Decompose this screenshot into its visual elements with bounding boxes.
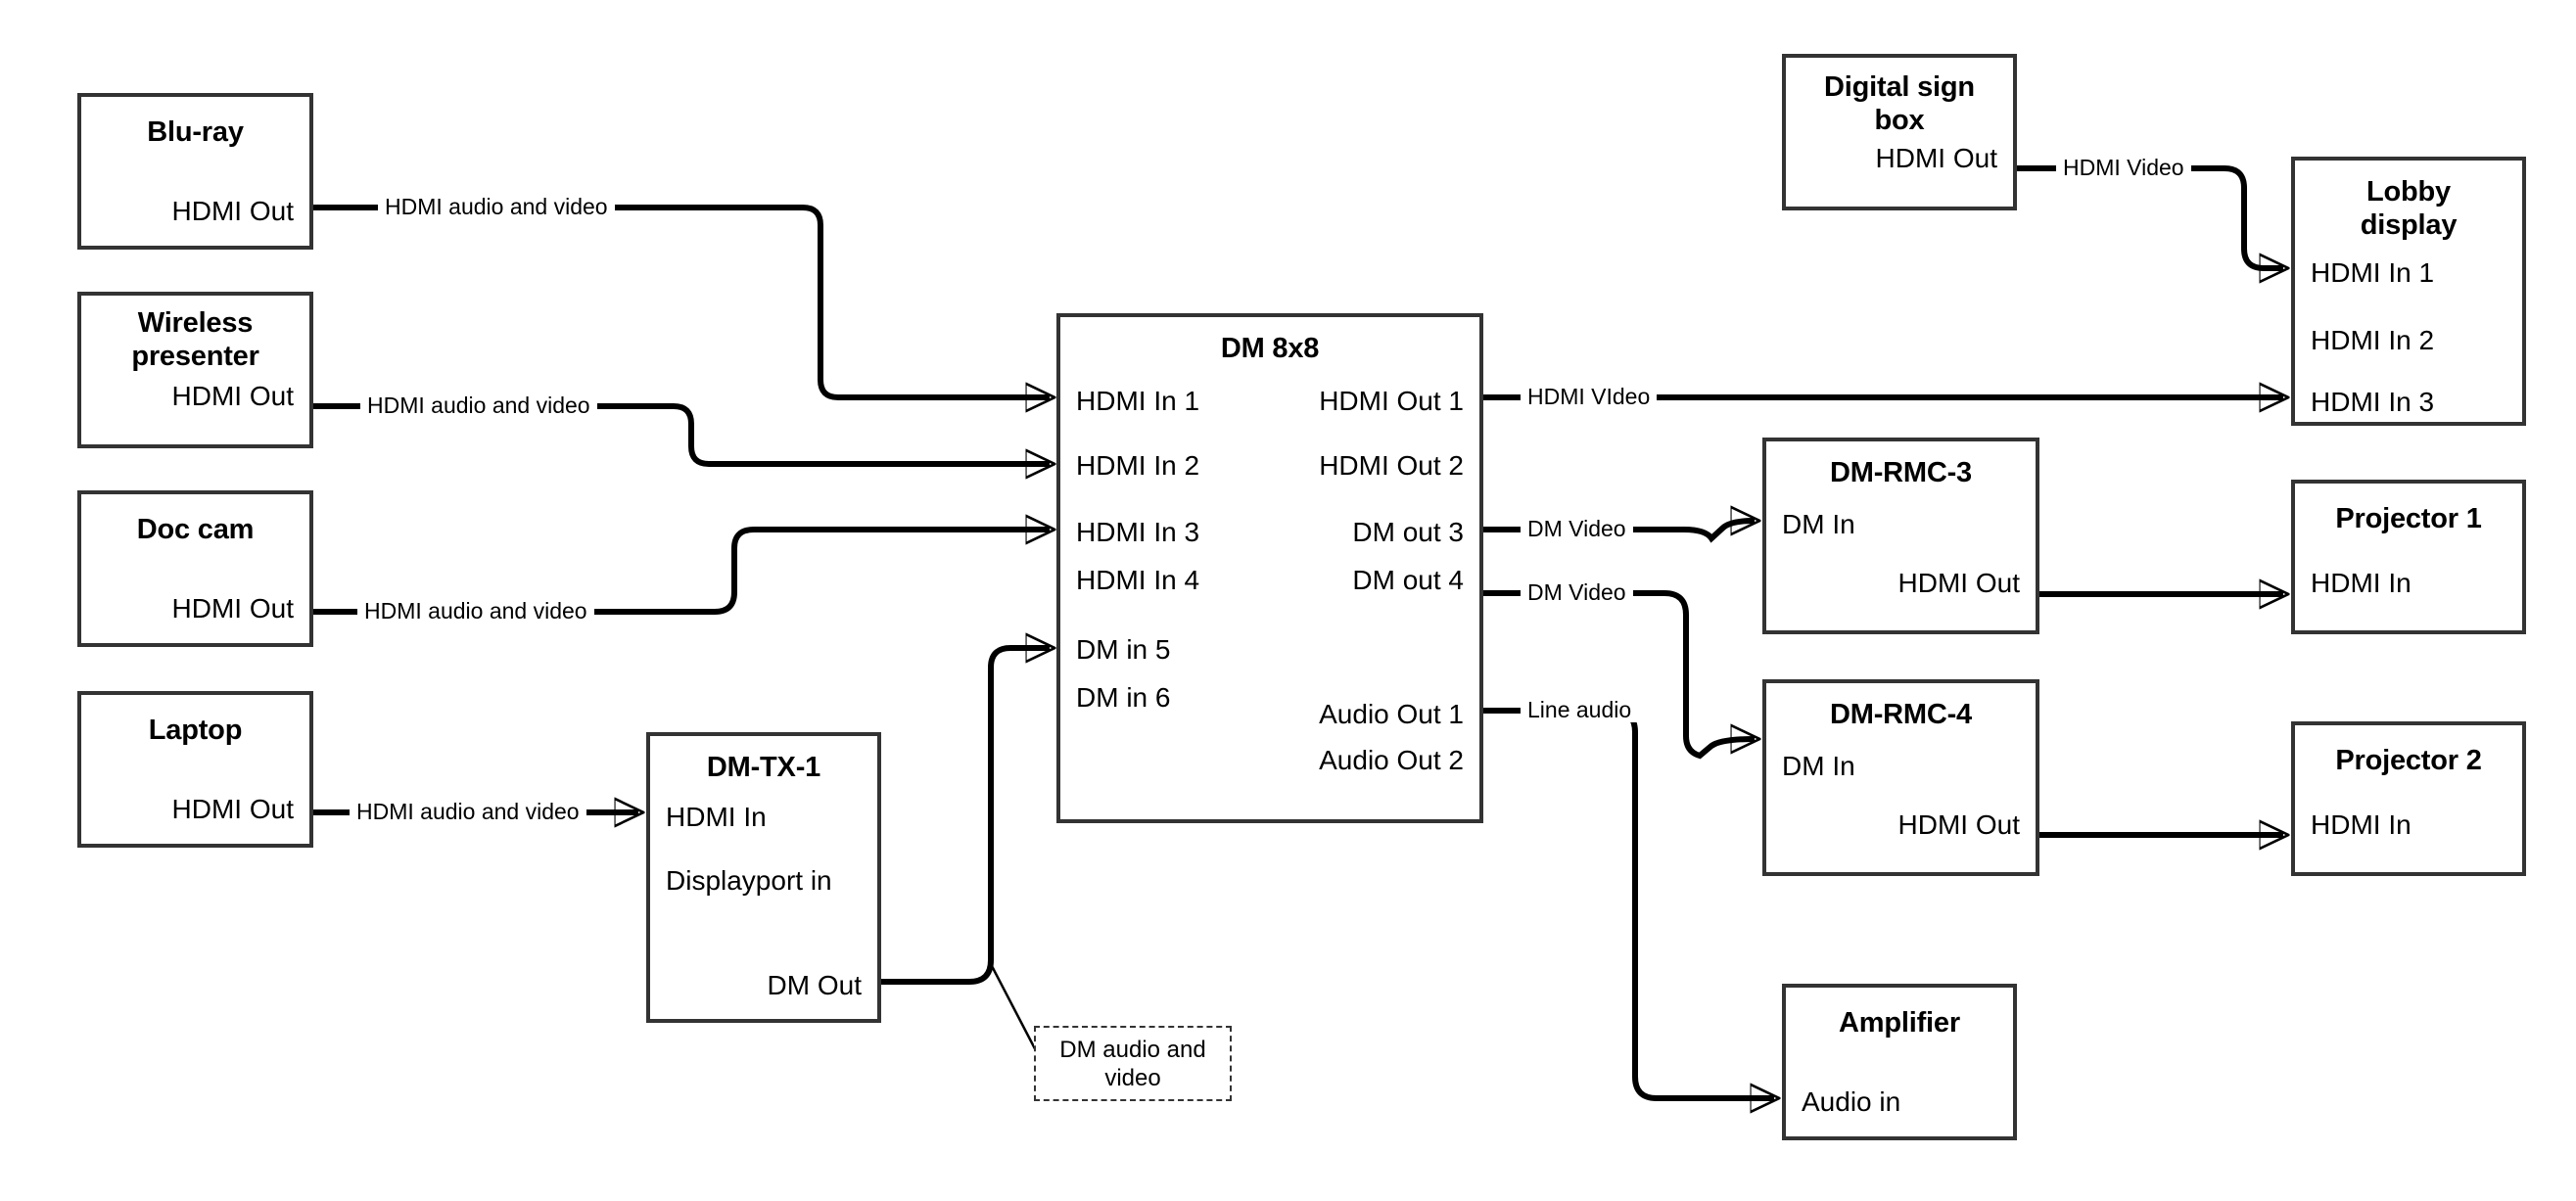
node-projector-1-title: Projector 1 [2335, 503, 2482, 534]
node-dm-rmc-3-title: DM-RMC-3 [1830, 457, 1972, 488]
node-bluray-title: Blu-ray [147, 116, 244, 148]
wire-digitalsign-to-lobby [2017, 165, 2283, 268]
wire-dm8x8-dmout3-to-rmc3 [1483, 521, 1755, 543]
node-wireless-presenter-port-hdmi-out[interactable]: HDMI Out [171, 381, 294, 411]
node-wireless-presenter-title-line2: presenter [131, 341, 259, 372]
node-amplifier[interactable]: Amplifier Audio in [1782, 984, 2017, 1140]
edge-label-bluray-to-dm8x8: HDMI audio and video [378, 194, 615, 219]
node-dm-8x8-port-hdmi-in-4[interactable]: HDMI In 4 [1076, 565, 1200, 595]
node-dm-8x8-port-hdmi-in-3[interactable]: HDMI In 3 [1076, 517, 1200, 547]
node-amplifier-title: Amplifier [1839, 1007, 1960, 1039]
edge-label-dm8x8-audioout1-to-amplifier: Line audio [1521, 697, 1639, 722]
node-doc-cam[interactable]: Doc cam HDMI Out [77, 490, 313, 647]
node-doc-cam-title: Doc cam [136, 514, 255, 545]
node-laptop[interactable]: Laptop HDMI Out [77, 691, 313, 848]
wire-wireless-to-dm8x8 [313, 403, 1050, 464]
node-doc-cam-port-hdmi-out[interactable]: HDMI Out [171, 593, 294, 624]
node-digital-sign-box-title-line2: box [1874, 105, 1925, 136]
node-wireless-presenter-title-line1: Wireless [137, 307, 254, 339]
node-lobby-display[interactable]: Lobby display HDMI In 1 HDMI In 2 HDMI I… [2291, 157, 2526, 426]
node-dm-8x8-port-dm-in-5[interactable]: DM in 5 [1076, 634, 1171, 665]
edge-label-dm8x8-hdmiout1-to-lobby: HDMI VIdeo [1521, 384, 1658, 409]
node-dm-rmc-4-port-dm-in[interactable]: DM In [1782, 751, 1855, 781]
wire-dm8x8-dmout4-to-rmc4 [1483, 590, 1755, 760]
node-dm-tx-1-title: DM-TX-1 [706, 752, 821, 783]
edge-label-laptop-to-dmtx1: HDMI audio and video [350, 799, 586, 824]
node-projector-1[interactable]: Projector 1 HDMI In [2291, 480, 2526, 634]
node-dm-8x8-port-hdmi-in-2[interactable]: HDMI In 2 [1076, 450, 1200, 481]
node-dm-tx-1-port-hdmi-in[interactable]: HDMI In [666, 802, 767, 832]
edge-label-wireless-to-dm8x8: HDMI audio and video [360, 393, 597, 418]
node-amplifier-port-audio-in[interactable]: Audio in [1802, 1086, 1901, 1117]
node-dm-8x8-port-hdmi-in-1[interactable]: HDMI In 1 [1076, 386, 1200, 416]
node-projector-2-title: Projector 2 [2335, 745, 2482, 776]
node-dm-8x8-port-hdmi-out-1[interactable]: HDMI Out 1 [1319, 386, 1464, 416]
node-dm-8x8-port-hdmi-out-2[interactable]: HDMI Out 2 [1319, 450, 1464, 481]
node-bluray-port-hdmi-out[interactable]: HDMI Out [171, 196, 294, 226]
callout-dm-audio-and-video: DM audio and video [1034, 1026, 1232, 1101]
edge-label-digitalsign-to-lobby: HDMI Video [2056, 155, 2191, 180]
node-digital-sign-box-port-hdmi-out[interactable]: HDMI Out [1875, 143, 1997, 173]
node-lobby-display-title-line1: Lobby [2366, 176, 2451, 208]
node-wireless-presenter[interactable]: Wireless presenter HDMI Out [77, 292, 313, 448]
edge-label-dm8x8-dmout4-to-rmc4: DM Video [1521, 579, 1633, 605]
node-laptop-port-hdmi-out[interactable]: HDMI Out [171, 794, 294, 824]
node-dm-rmc-3-port-hdmi-out[interactable]: HDMI Out [1897, 568, 2020, 598]
node-digital-sign-box[interactable]: Digital sign box HDMI Out [1782, 54, 2017, 210]
wire-dmtx1-to-dm8x8 [881, 648, 1050, 985]
edge-label-doccam-to-dm8x8: HDMI audio and video [357, 598, 594, 624]
node-lobby-display-port-hdmi-in-1[interactable]: HDMI In 1 [2311, 257, 2435, 288]
node-dm-rmc-4-title: DM-RMC-4 [1830, 699, 1972, 730]
node-lobby-display-port-hdmi-in-3[interactable]: HDMI In 3 [2311, 387, 2435, 417]
node-dm-rmc-3-port-dm-in[interactable]: DM In [1782, 509, 1855, 539]
node-dm-rmc-4[interactable]: DM-RMC-4 DM In HDMI Out [1762, 679, 2039, 876]
node-dm-rmc-3[interactable]: DM-RMC-3 DM In HDMI Out [1762, 438, 2039, 634]
node-laptop-title: Laptop [148, 715, 243, 746]
node-dm-rmc-4-port-hdmi-out[interactable]: HDMI Out [1897, 809, 2020, 840]
node-dm-8x8-port-dm-out-3[interactable]: DM out 3 [1352, 517, 1464, 547]
node-dm-tx-1-port-dm-out[interactable]: DM Out [767, 970, 862, 1000]
wire-dm8x8-audioout1-to-amplifier [1483, 708, 1774, 1098]
node-projector-1-port-hdmi-in[interactable]: HDMI In [2311, 568, 2412, 598]
node-dm-tx-1[interactable]: DM-TX-1 HDMI In Displayport in DM Out [646, 732, 881, 1023]
node-lobby-display-port-hdmi-in-2[interactable]: HDMI In 2 [2311, 325, 2435, 355]
node-dm-8x8-port-dm-in-6[interactable]: DM in 6 [1076, 682, 1171, 713]
node-lobby-display-title-line2: display [2360, 209, 2458, 241]
node-dm-8x8-title: DM 8x8 [1220, 333, 1320, 364]
node-projector-2-port-hdmi-in[interactable]: HDMI In [2311, 809, 2412, 840]
wire-bluray-to-dm8x8 [313, 205, 1050, 397]
node-dm-8x8-port-audio-out-2[interactable]: Audio Out 2 [1319, 745, 1464, 775]
node-dm-8x8[interactable]: DM 8x8 HDMI In 1 HDMI In 2 HDMI In 3 HDM… [1056, 313, 1483, 823]
node-projector-2[interactable]: Projector 2 HDMI In [2291, 721, 2526, 876]
edge-label-dm8x8-dmout3-to-rmc3: DM Video [1521, 516, 1633, 541]
node-dm-8x8-port-audio-out-1[interactable]: Audio Out 1 [1319, 699, 1464, 729]
leader-line-dm-audio-video [989, 963, 1043, 1061]
node-bluray[interactable]: Blu-ray HDMI Out [77, 93, 313, 250]
node-digital-sign-box-title-line1: Digital sign [1824, 71, 1975, 103]
node-dm-tx-1-port-displayport-in[interactable]: Displayport in [666, 865, 832, 896]
node-dm-8x8-port-dm-out-4[interactable]: DM out 4 [1352, 565, 1464, 595]
wire-doccam-to-dm8x8 [313, 530, 1050, 615]
